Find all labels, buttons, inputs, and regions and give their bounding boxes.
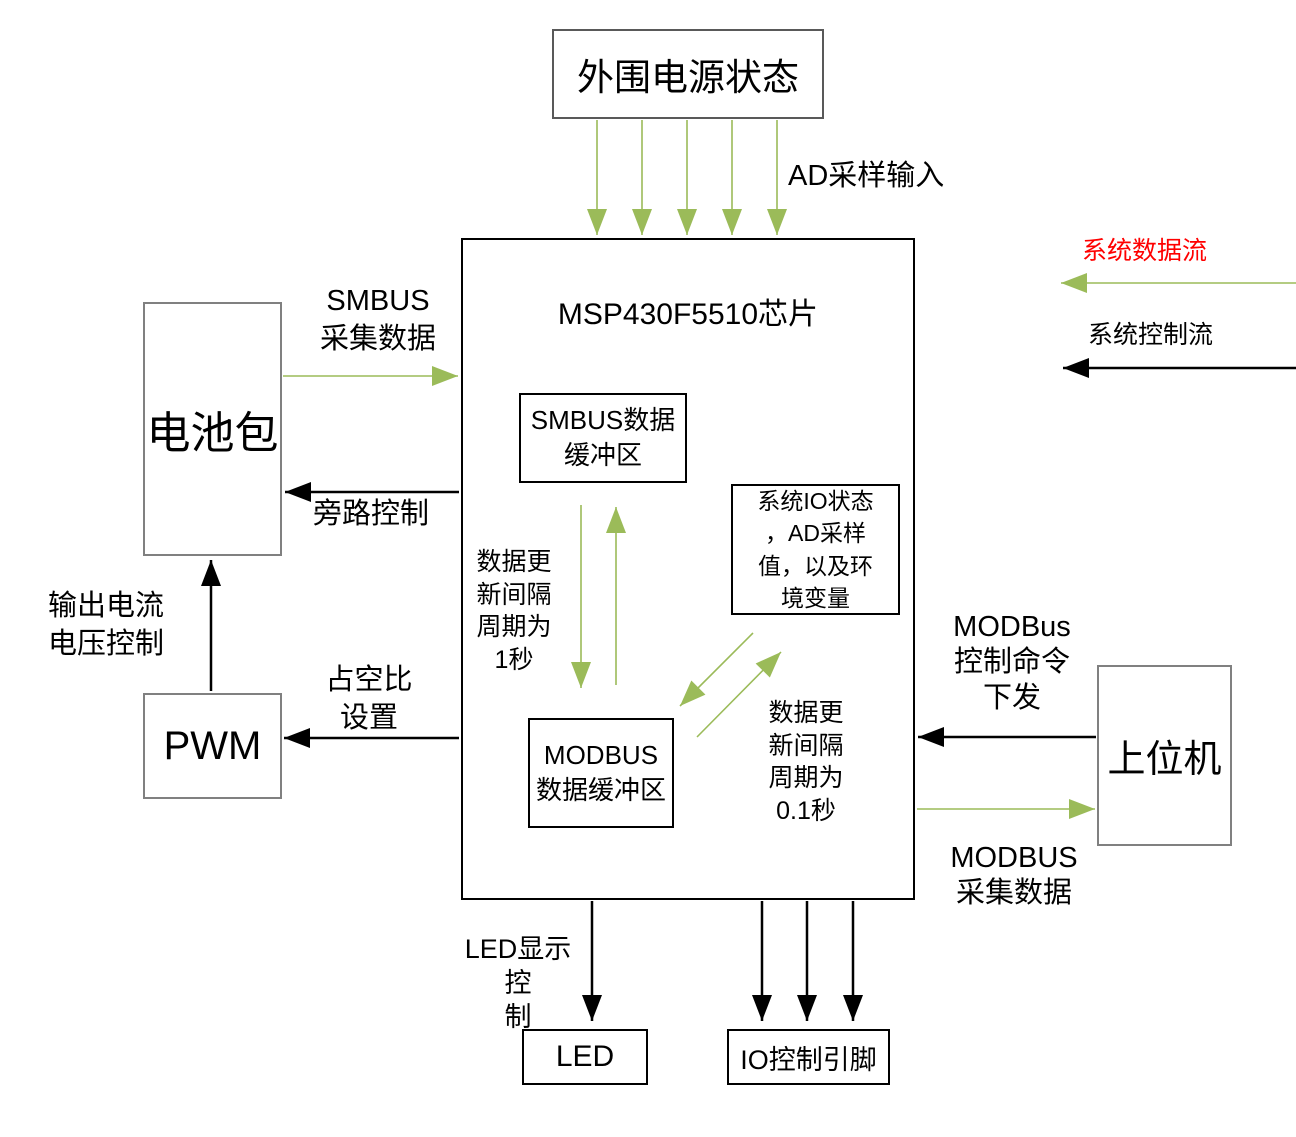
node-sys-io-status-label: 系统IO状态 ，AD采样 值，以及环 境变量	[757, 488, 874, 611]
label-update-interval-1s: 数据更 新间隔 周期为 1秒	[476, 548, 552, 674]
node-chip-label: MSP430F5510芯片	[557, 298, 819, 331]
label-ad-input: AD采样输入	[788, 160, 945, 192]
node-battery-pack: 电池包	[143, 302, 282, 556]
node-sys-io-status: 系统IO状态 ，AD采样 值，以及环 境变量	[731, 484, 900, 615]
node-led-label: LED	[555, 1040, 615, 1073]
node-modbus-buffer-label: MODBUS 数据缓冲区	[535, 739, 666, 805]
label-modbus-command: MODBus 控制命令 下发	[953, 611, 1071, 714]
node-led: LED	[522, 1029, 648, 1085]
node-io-pins: IO控制引脚	[727, 1029, 890, 1085]
legend-data-flow-label: 系统数据流	[1082, 237, 1208, 265]
node-peripheral-power: 外围电源状态	[552, 29, 824, 119]
label-bypass-control: 旁路控制	[313, 498, 430, 530]
node-pwm-label: PWM	[163, 723, 262, 768]
node-host: 上位机	[1097, 665, 1232, 846]
label-led-display-control: LED显示控 制	[464, 934, 572, 1032]
label-modbus-collect: MODBUS 采集数据	[950, 842, 1078, 910]
label-duty-cycle: 占空比 设置	[325, 664, 413, 734]
node-peripheral-power-label: 外围电源状态	[577, 57, 799, 98]
node-smbus-buffer: SMBUS数据 缓冲区	[519, 393, 687, 483]
node-battery-pack-label: 电池包	[146, 409, 279, 458]
node-host-label: 上位机	[1107, 739, 1222, 781]
legend-control-flow-label: 系统控制流	[1088, 321, 1214, 349]
node-io-pins-label: IO控制引脚	[740, 1044, 877, 1075]
node-pwm: PWM	[143, 693, 282, 799]
node-modbus-buffer: MODBUS 数据缓冲区	[528, 718, 674, 828]
label-output-iv-control: 输出电流 电压控制	[47, 590, 164, 660]
label-update-interval-01s: 数据更 新间隔 周期为 0.1秒	[768, 699, 844, 825]
node-smbus-buffer-label: SMBUS数据 缓冲区	[530, 404, 676, 470]
label-smbus-collect: SMBUS 采集数据	[319, 285, 436, 355]
